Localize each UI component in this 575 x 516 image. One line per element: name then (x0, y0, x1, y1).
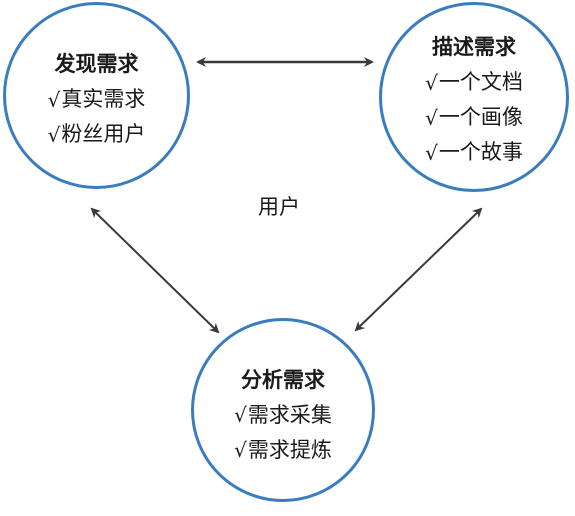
node-item: √ 粉丝用户 (48, 124, 146, 145)
node-discover-needs: 发现需求 √ 真实需求 √ 粉丝用户 (3, 2, 190, 189)
node-item: √ 需求采集 (234, 402, 332, 427)
node-item-label: 需求提炼 (247, 437, 332, 462)
node-item-label: 一个文档 (438, 70, 523, 94)
center-label-user: 用户 (258, 195, 300, 219)
node-item: √ 真实需求 (48, 89, 146, 110)
arrow-describe-analyze (354, 207, 483, 332)
check-icon: √ (234, 403, 247, 427)
node-item-label: 粉丝用户 (61, 122, 146, 146)
node-item: √ 一个文档 (425, 72, 523, 93)
node-describe-needs: 描述需求 √ 一个文档 √ 一个画像 √ 一个故事 (379, 2, 569, 192)
check-icon: √ (47, 122, 61, 147)
node-title: 发现需求 (54, 52, 139, 76)
check-icon: √ (425, 140, 438, 165)
check-icon: √ (425, 105, 438, 130)
arrow-discover-analyze (90, 207, 220, 334)
node-item-label: 需求采集 (247, 402, 332, 427)
check-icon: √ (425, 70, 438, 95)
node-item-label: 真实需求 (61, 87, 146, 111)
node-title: 分析需求 (241, 367, 325, 392)
node-item-label: 一个画像 (438, 105, 523, 129)
node-item: √ 一个故事 (425, 142, 523, 163)
node-analyze-needs: 分析需求 √ 需求采集 √ 需求提炼 (191, 318, 375, 502)
node-title: 描述需求 (432, 35, 516, 59)
node-item: √ 一个画像 (425, 107, 523, 128)
node-item: √ 需求提炼 (234, 437, 332, 462)
check-icon: √ (234, 438, 247, 462)
node-item-label: 一个故事 (438, 140, 523, 164)
check-icon: √ (47, 87, 61, 112)
